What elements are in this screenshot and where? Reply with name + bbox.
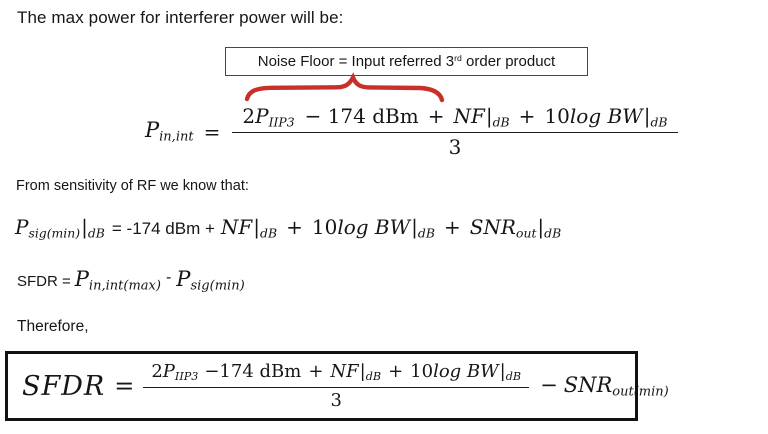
plus-sign: + xyxy=(443,215,461,239)
evaluation-bar: | xyxy=(253,215,261,239)
math-token: P xyxy=(15,215,29,239)
math-token: SFDR = xyxy=(17,273,71,290)
math-token: − 174 dBm xyxy=(304,104,419,128)
minus-sign: − xyxy=(540,372,558,397)
math-subscript: in,int xyxy=(159,130,194,146)
noise-floor-callout-box: Noise Floor = Input referred 3rd order p… xyxy=(225,47,588,76)
math-token: 2 xyxy=(151,361,163,383)
math-token: log BW xyxy=(569,104,643,128)
math-subscript: out xyxy=(516,225,537,241)
evaluation-bar: | xyxy=(499,361,506,383)
plus-sign: + xyxy=(427,104,445,128)
final-sfdr-equation-box: SFDR = 2PIIP3−174 dBm+NF|dB+10log BW|dB … xyxy=(5,351,669,421)
math-token: NF xyxy=(453,104,485,128)
sensitivity-intro-text: From sensitivity of RF we know that: xyxy=(16,178,249,194)
plus-sign: + xyxy=(308,361,324,383)
math-token: NF xyxy=(220,215,253,239)
math-subscript: in,int(max) xyxy=(88,278,161,294)
noise-floor-text: Noise Floor = Input referred 3rd order p… xyxy=(258,53,555,70)
red-overbrace-icon xyxy=(244,72,445,103)
math-subscript: dB xyxy=(544,225,562,241)
snr-tail-term: −SNRout(min) xyxy=(540,373,669,400)
math-token: log BW xyxy=(337,215,411,239)
math-subscript: IIP3 xyxy=(268,114,295,130)
math-subscript: dB xyxy=(505,370,522,384)
math-token: P xyxy=(74,267,89,291)
sfdr-definition-equation: SFDR =Pin,int(max)-Psig(min) xyxy=(17,267,245,294)
math-token: NF xyxy=(330,361,359,383)
math-subscript: sig(min) xyxy=(190,278,245,294)
final-numerator: 2PIIP3−174 dBm+NF|dB+10log BW|dB xyxy=(143,361,530,388)
evaluation-bar: | xyxy=(81,215,88,239)
red-overbrace-path xyxy=(244,72,445,103)
minus-sign: - xyxy=(165,269,172,287)
math-token: = -174 dBm + xyxy=(111,219,215,238)
math-subscript: sig(min) xyxy=(28,225,81,241)
pin-int-fraction: 2PIIP3− 174 dBm+NF|dB+10log BW|dB 3 xyxy=(232,104,678,160)
math-subscript: IIP3 xyxy=(174,370,199,384)
math-token: P xyxy=(255,104,269,128)
math-token: log BW xyxy=(433,361,499,383)
ordinal-superscript: rd xyxy=(454,53,462,64)
math-token: 2 xyxy=(242,104,256,128)
plus-sign: + xyxy=(388,361,404,383)
math-subscript: dB xyxy=(365,370,382,384)
math-token: P xyxy=(145,118,160,143)
equals-sign: = xyxy=(203,119,221,144)
math-subscript: dB xyxy=(417,225,435,241)
pin-int-denominator: 3 xyxy=(448,135,462,160)
pin-int-lhs: Pin,int xyxy=(145,118,194,145)
math-token: order product xyxy=(461,53,556,70)
math-token: P xyxy=(162,361,175,383)
evaluation-bar: | xyxy=(643,104,651,128)
evaluation-bar: | xyxy=(359,361,366,383)
math-token: P xyxy=(176,267,191,291)
sfdr-term: SFDR xyxy=(22,370,106,402)
math-token: SNR xyxy=(563,372,613,397)
psig-min-equation: Psig(min)|dB= -174 dBm +NF|dB+10log BW|d… xyxy=(15,215,561,240)
evaluation-bar: | xyxy=(537,215,545,239)
plus-sign: + xyxy=(518,104,536,128)
math-subscript: dB xyxy=(260,225,278,241)
math-subscript: dB xyxy=(492,114,510,130)
math-token: 10 xyxy=(410,361,434,383)
plus-sign: + xyxy=(286,215,303,239)
equals-sign: = xyxy=(114,372,135,400)
math-token: SNR xyxy=(469,215,516,239)
math-subscript: dB xyxy=(87,225,105,241)
therefore-text: Therefore, xyxy=(17,318,89,335)
pin-int-equation: Pin,int = 2PIIP3− 174 dBm+NF|dB+10log BW… xyxy=(145,104,678,159)
evaluation-bar: | xyxy=(485,104,493,128)
math-token: 10 xyxy=(311,215,338,239)
final-denominator: 3 xyxy=(330,389,342,411)
pin-int-numerator: 2PIIP3− 174 dBm+NF|dB+10log BW|dB xyxy=(232,104,678,134)
final-fraction: 2PIIP3−174 dBm+NF|dB+10log BW|dB 3 xyxy=(143,361,530,411)
evaluation-bar: | xyxy=(411,215,418,239)
math-subscript: out(min) xyxy=(612,384,669,400)
math-token: 10 xyxy=(544,104,570,128)
math-token: Noise Floor = Input referred 3 xyxy=(257,53,455,70)
slide-title: The max power for interferer power will … xyxy=(17,8,344,27)
math-token: −174 dBm xyxy=(204,361,302,383)
math-subscript: dB xyxy=(650,114,668,130)
